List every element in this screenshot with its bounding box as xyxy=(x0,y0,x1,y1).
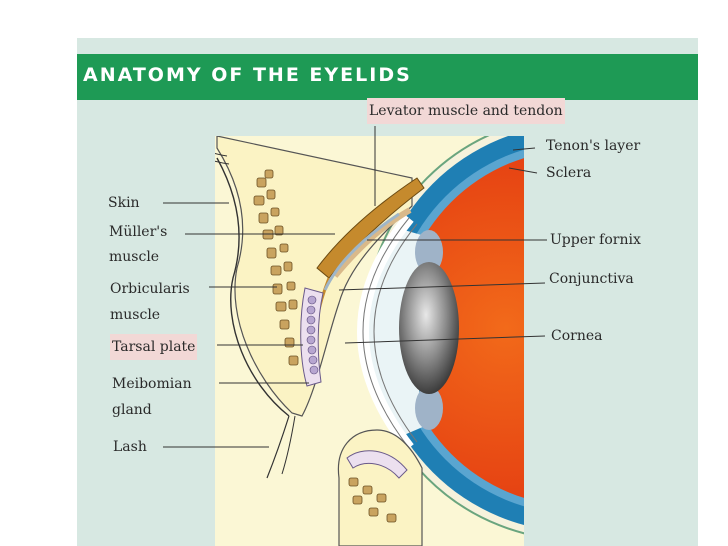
label-orbicularis-line2: muscle xyxy=(110,307,161,323)
ciliary-body-upper xyxy=(415,230,443,274)
lens-shape xyxy=(399,262,459,394)
label-muller-line2: muscle xyxy=(109,249,160,265)
label-skin: Skin xyxy=(108,195,140,211)
label-muller-line1: Müller's xyxy=(109,224,168,240)
label-conjunctiva: Conjunctiva xyxy=(549,271,634,287)
label-orbicularis-line1: Orbicularis xyxy=(110,281,190,297)
palpebral-conjunctiva xyxy=(323,212,400,291)
label-levator: Levator muscle and tendon xyxy=(367,98,565,124)
leader-lines xyxy=(163,126,547,448)
title-bar: ANATOMY OF THE EYELIDS xyxy=(77,54,698,100)
meibomian-gland xyxy=(306,295,319,375)
label-upper-fornix: Upper fornix xyxy=(550,232,641,248)
label-sclera: Sclera xyxy=(546,165,592,181)
eyelash xyxy=(266,415,290,479)
lower-eyelid xyxy=(337,429,423,546)
lower-orbicularis xyxy=(348,477,397,523)
textbook-page: ANATOMY OF THE EYELIDS xyxy=(77,38,698,546)
label-cornea: Cornea xyxy=(551,328,603,344)
brow-hair xyxy=(215,153,228,157)
label-lash: Lash xyxy=(113,439,147,455)
label-tarsal-plate: Tarsal plate xyxy=(110,334,198,360)
lower-tarsal-plate xyxy=(346,450,408,479)
muller-muscle xyxy=(332,207,412,278)
label-tenon: Tenon's layer xyxy=(546,138,641,154)
ciliary-body-lower xyxy=(415,386,443,430)
label-meibomian-line1: Meibomian xyxy=(112,376,192,392)
page-title: ANATOMY OF THE EYELIDS xyxy=(83,64,412,86)
upper-eyelid xyxy=(216,136,413,417)
eyelid-diagram xyxy=(163,126,547,546)
label-meibomian-line2: gland xyxy=(112,402,152,418)
skin-line xyxy=(216,157,290,417)
